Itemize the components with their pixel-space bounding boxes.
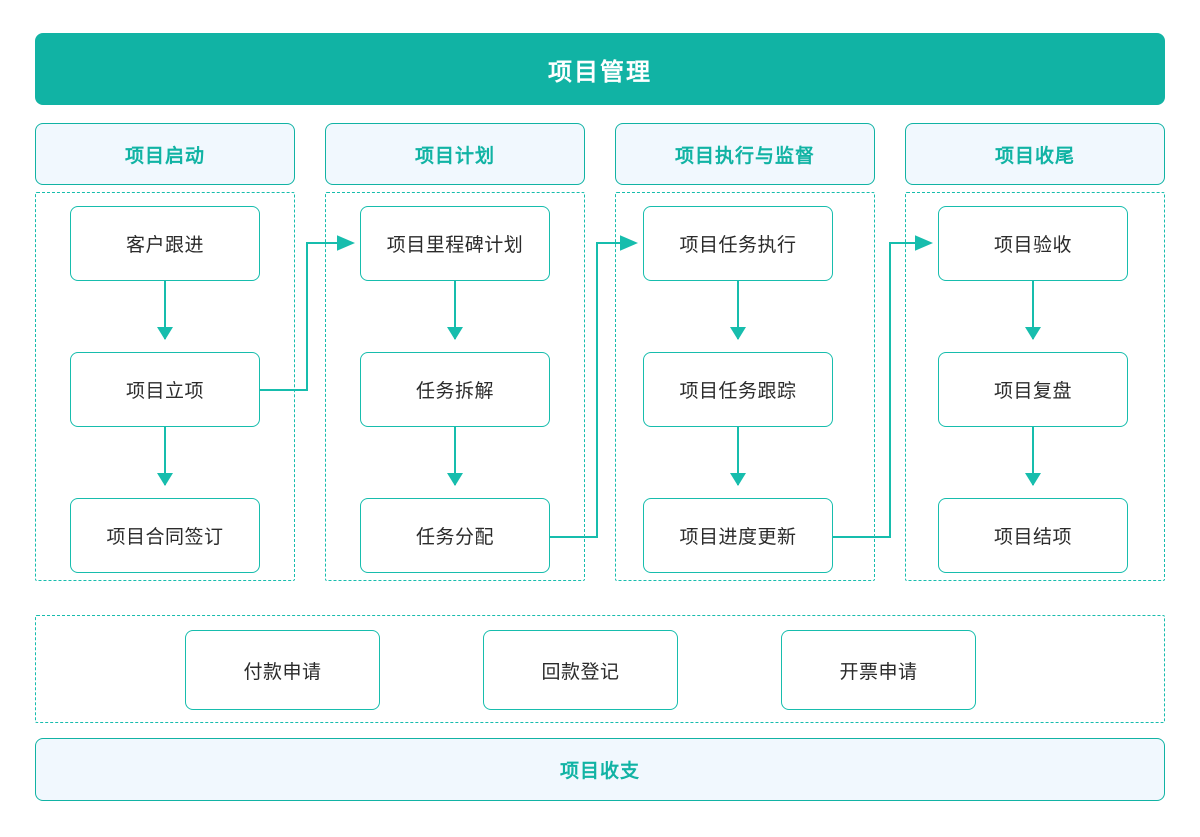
phase-header-label-3: 项目执行与监督 (674, 145, 815, 167)
node-label: 回款登记 (541, 661, 620, 683)
node-label: 项目进度更新 (679, 527, 797, 548)
node-progress-update[interactable]: 项目进度更新 (643, 498, 833, 573)
node-project-acceptance[interactable]: 项目验收 (938, 206, 1128, 281)
node-label: 项目任务执行 (679, 235, 797, 256)
phase-header-1[interactable]: 项目启动 (35, 123, 295, 185)
node-label: 项目里程碑计划 (386, 235, 524, 256)
node-label: 项目复盘 (993, 381, 1072, 402)
node-label: 项目验收 (993, 235, 1072, 256)
node-contract-signing[interactable]: 项目合同签订 (70, 498, 260, 573)
arrow-down-1-2 (164, 427, 166, 485)
phase-header-label-4: 项目收尾 (994, 145, 1075, 167)
node-milestone-plan[interactable]: 项目里程碑计划 (360, 206, 550, 281)
finance-band (35, 615, 1165, 723)
diagram-title-banner: 项目管理 (35, 33, 1165, 105)
node-task-assignment[interactable]: 任务分配 (360, 498, 550, 573)
phase-header-label-2: 项目计划 (414, 145, 495, 167)
phase-header-2[interactable]: 项目计划 (325, 123, 585, 185)
arrow-down-4-1 (1032, 281, 1034, 339)
footer-bar-project-finance[interactable]: 项目收支 (35, 738, 1165, 801)
node-project-review[interactable]: 项目复盘 (938, 352, 1128, 427)
node-label: 客户跟进 (125, 235, 204, 256)
node-receipt-registration[interactable]: 回款登记 (483, 630, 678, 710)
node-task-execution[interactable]: 项目任务执行 (643, 206, 833, 281)
node-task-breakdown[interactable]: 任务拆解 (360, 352, 550, 427)
node-label: 项目立项 (125, 381, 204, 402)
phase-header-label-1: 项目启动 (124, 145, 205, 167)
page-title: 项目管理 (548, 58, 652, 86)
node-label: 项目合同签订 (106, 527, 224, 548)
node-task-tracking[interactable]: 项目任务跟踪 (643, 352, 833, 427)
phase-header-4[interactable]: 项目收尾 (905, 123, 1165, 185)
arrow-down-2-1 (454, 281, 456, 339)
node-label: 任务拆解 (415, 381, 494, 402)
arrow-down-1-1 (164, 281, 166, 339)
arrow-down-3-1 (737, 281, 739, 339)
arrow-down-4-2 (1032, 427, 1034, 485)
footer-label: 项目收支 (559, 761, 640, 782)
node-label: 项目任务跟踪 (679, 381, 797, 402)
node-customer-followup[interactable]: 客户跟进 (70, 206, 260, 281)
node-project-closure[interactable]: 项目结项 (938, 498, 1128, 573)
node-invoice-request[interactable]: 开票申请 (781, 630, 976, 710)
arrow-down-2-2 (454, 427, 456, 485)
node-label: 开票申请 (839, 661, 918, 683)
node-payment-request[interactable]: 付款申请 (185, 630, 380, 710)
arrow-down-3-2 (737, 427, 739, 485)
node-label: 付款申请 (243, 661, 322, 683)
phase-header-3[interactable]: 项目执行与监督 (615, 123, 875, 185)
node-label: 任务分配 (415, 527, 494, 548)
node-project-initiation[interactable]: 项目立项 (70, 352, 260, 427)
node-label: 项目结项 (993, 527, 1072, 548)
